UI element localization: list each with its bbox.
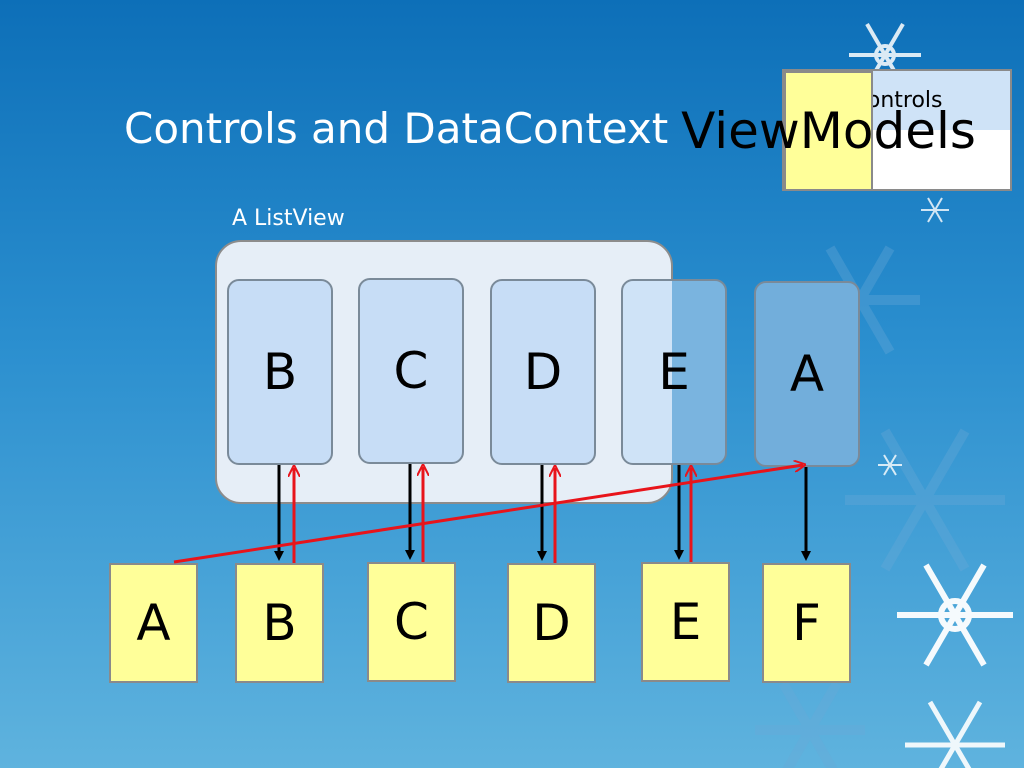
control-box: B — [227, 279, 333, 465]
control-box: E — [621, 279, 727, 465]
viewmodel-box: E — [641, 562, 730, 682]
control-box: C — [358, 278, 464, 464]
viewmodel-box: B — [235, 563, 324, 683]
listview-label: A ListView — [232, 206, 345, 231]
arrow-viewmodel-a-to-control-a — [173, 465, 803, 564]
page-title: Controls and DataContext — [124, 104, 669, 153]
viewmodel-box: A — [109, 563, 198, 683]
viewmodel-box: F — [762, 563, 851, 683]
control-box: D — [490, 279, 596, 465]
viewmodel-box: C — [367, 562, 456, 682]
control-box-recycled: A — [754, 281, 860, 467]
viewmodel-box: D — [507, 563, 596, 683]
